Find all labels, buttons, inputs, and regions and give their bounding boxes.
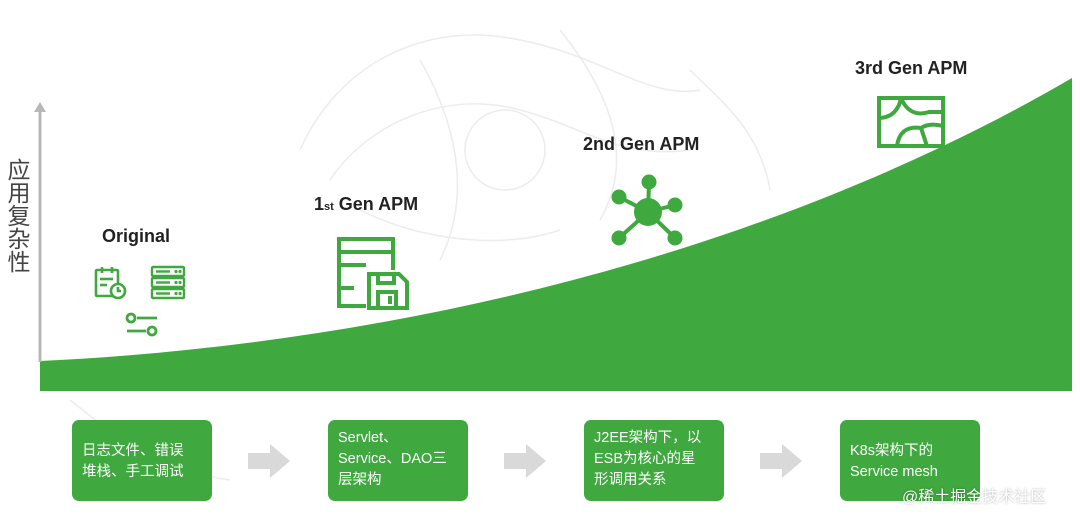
stage-title-original: Original <box>102 226 171 246</box>
stage-description-text: J2EE架构下，以 ESB为核心的星 形调用关系 <box>594 430 702 488</box>
watermark: @稀土掘金技术社区 <box>902 489 1047 506</box>
stage-description-text: K8s架构下的 Service mesh <box>850 443 938 480</box>
y-axis-label: 应用复杂性 <box>3 158 29 273</box>
complexity-curve <box>40 78 1072 391</box>
stage-description-1st-gen: Servlet、 Service、DAO三 层架构 <box>328 420 468 501</box>
flow-arrow-2 <box>504 444 546 478</box>
stage-description-2nd-gen: J2EE架构下，以 ESB为核心的星 形调用关系 <box>584 420 724 501</box>
star-network-hub-icon <box>611 174 683 246</box>
stage-title-3rd-gen: 3rd Gen APM <box>855 58 968 78</box>
servlet-window-save-icon <box>337 237 409 310</box>
server-rack-icon <box>150 265 186 300</box>
stage-description-text: 日志文件、错误 堆栈、手工调试 <box>82 443 184 480</box>
stage-title-1st-gen: 1st Gen APM <box>314 194 419 214</box>
stage-title-2nd-gen: 2nd Gen APM <box>583 134 700 154</box>
stage-description-original: 日志文件、错误 堆栈、手工调试 <box>72 420 212 501</box>
flow-arrow-3 <box>760 444 802 478</box>
y-axis-arrow <box>34 102 46 362</box>
service-mesh-map-icon <box>877 96 945 148</box>
log-calendar-icon <box>94 267 127 300</box>
toggle-settings-icon <box>125 312 158 337</box>
stage-description-3rd-gen: K8s架构下的 Service mesh <box>840 420 980 501</box>
stage-description-text: Servlet、 Service、DAO三 层架构 <box>338 430 447 488</box>
flow-arrow-1 <box>248 444 290 478</box>
